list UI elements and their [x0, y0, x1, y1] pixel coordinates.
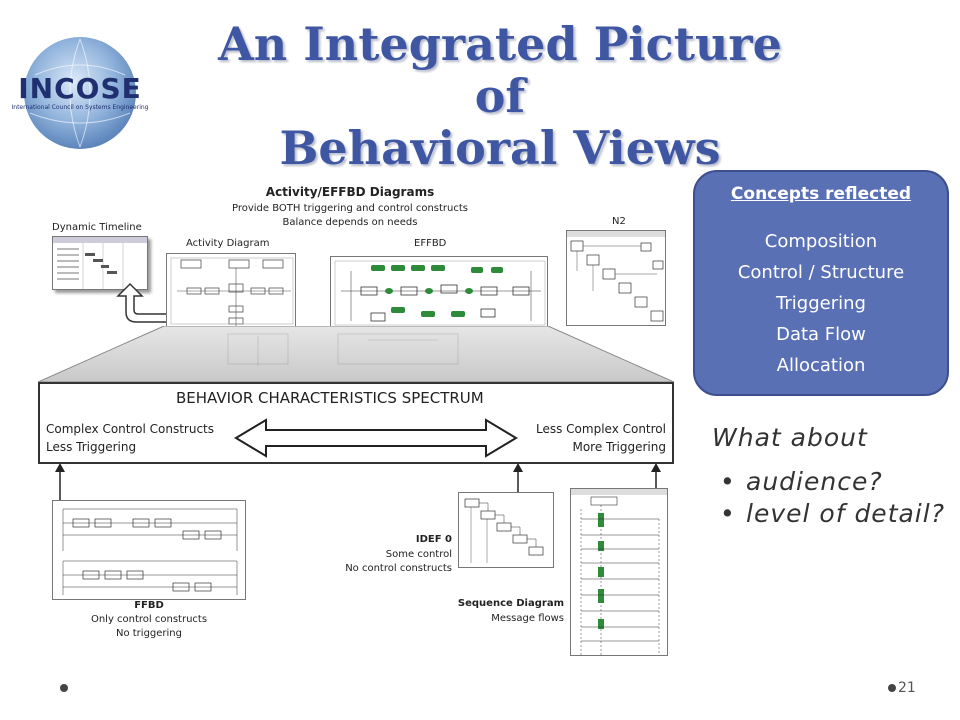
behavior-spectrum-box [38, 382, 674, 464]
bullet-icon: • [720, 467, 736, 496]
spectrum-left-line-1: Complex Control Constructs [46, 422, 215, 436]
question-bullet-text: level of detail? [746, 499, 945, 528]
footer-right-dot [888, 684, 896, 692]
bullet-icon: • [720, 499, 736, 528]
idef0-graphic [464, 498, 544, 563]
activity-diagram-graphic [170, 257, 294, 326]
projection-funnel [38, 326, 674, 383]
spectrum-title: BEHAVIOR CHARACTERISTICS SPECTRUM [176, 389, 484, 407]
question-bullet: • audience? [718, 466, 953, 498]
concept-item: Triggering [776, 293, 866, 314]
n2-thumbnail [566, 230, 666, 326]
concept-item: Control / Structure [737, 262, 905, 283]
n2-label: N2 [612, 216, 626, 227]
concept-item: Composition [764, 231, 878, 252]
concepts-reflected-box: Concepts reflected Composition Control /… [693, 170, 949, 396]
activity-heading: Activity/EFFBD Diagrams [265, 185, 435, 199]
question-bullet-text: audience? [746, 467, 883, 496]
concepts-list: Composition Control / Structure Triggeri… [695, 226, 947, 381]
logo-subtext: International Council on Systems Enginee… [11, 104, 149, 111]
sequence-diagram-graphic [571, 489, 667, 655]
n2-graphic [567, 231, 665, 322]
sequence-diagram-sub: Message flows [491, 613, 564, 624]
activity-diagram-thumbnail [166, 253, 296, 327]
activity-sub-2: Balance depends on needs [282, 217, 418, 228]
spectrum-left-line-2: Less Triggering [46, 440, 137, 454]
what-about-lead: What about [712, 423, 868, 452]
idef0-title: IDEF 0 [415, 534, 452, 545]
timeline-thumbnail-graphic [53, 237, 147, 289]
footer-left-dot [60, 684, 68, 692]
ffbd-sub-2: No triggering [115, 628, 182, 639]
page-number: 21 [898, 680, 916, 696]
concept-item: Allocation [776, 355, 866, 376]
sequence-diagram-thumbnail [570, 488, 668, 656]
ffbd-title: FFBD [134, 600, 164, 611]
question-bullet-list: • audience? • level of detail? [718, 466, 953, 530]
title-line-1: An Integrated Picture of [218, 17, 782, 123]
activity-sub-1: Provide BOTH triggering and control cons… [231, 203, 468, 214]
idef0-sub-2: No control constructs [345, 563, 452, 574]
sequence-diagram-title: Sequence Diagram [457, 598, 564, 609]
concept-item: Data Flow [776, 324, 866, 345]
spectrum-right-line-1: Less Complex Control [535, 422, 666, 436]
incose-logo-globe [24, 37, 136, 149]
spectrum-right-line-2: More Triggering [572, 440, 666, 454]
dynamic-timeline-label: Dynamic Timeline [52, 222, 142, 233]
activity-diagram-label: Activity Diagram [186, 238, 270, 249]
concepts-heading: Concepts reflected [730, 184, 912, 204]
slide-title: An Integrated Picture of Behavioral View… [190, 18, 810, 174]
logo-wordmark: INCOSE [18, 72, 142, 105]
timeline-up-arrow [116, 282, 169, 323]
ffbd-sub-1: Only control constructs [90, 614, 208, 625]
ffbd-thumbnail [52, 500, 246, 600]
dynamic-timeline-thumbnail [52, 236, 148, 290]
spectrum-up-arrows [55, 463, 661, 500]
idef0-sub-1: Some control [385, 549, 452, 560]
effbd-graphic [334, 260, 546, 326]
question-bullet: • level of detail? [718, 498, 953, 530]
idef0-thumbnail [458, 492, 554, 568]
effbd-thumbnail [330, 256, 548, 328]
title-line-2: Behavioral Views [279, 121, 721, 175]
effbd-label: EFFBD [414, 238, 447, 249]
ffbd-graphic [62, 508, 238, 595]
double-headed-arrow [234, 418, 518, 458]
